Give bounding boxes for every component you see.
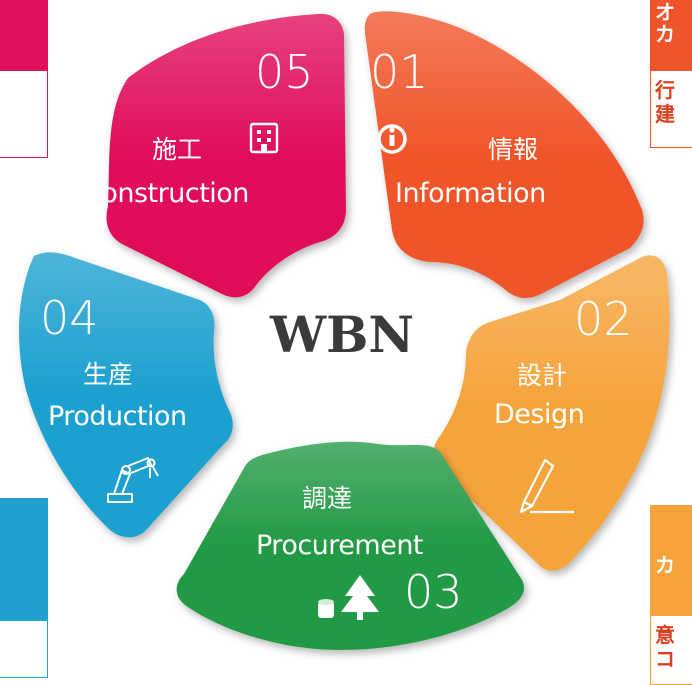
- segment-production-jp: 生産: [83, 360, 133, 389]
- segment-production-gloss: [19, 252, 233, 538]
- segment-information[interactable]: 01 情報 Information: [364, 11, 644, 298]
- segment-production-number: 04: [40, 291, 99, 345]
- center-label: WBN: [269, 305, 414, 364]
- segment-procurement-en: Procurement: [256, 530, 423, 561]
- building-icon: [249, 122, 279, 154]
- pencil-icon: [519, 458, 574, 514]
- segment-information-gloss: [364, 11, 644, 298]
- info-icon: [377, 124, 407, 154]
- segment-design-en: Design: [494, 399, 584, 430]
- segment-design-number: 02: [574, 292, 633, 346]
- segment-design-jp: 設計: [517, 361, 567, 390]
- segment-production-en: Production: [48, 401, 187, 432]
- segment-construction-number: 05: [255, 45, 314, 99]
- side-card-top-left-band: [0, 1, 47, 71]
- side-card-top-right-band: [651, 0, 692, 71]
- segment-construction-jp: 施工: [152, 135, 202, 164]
- segment-production[interactable]: 04 生産 Production: [19, 252, 233, 538]
- side-card-top-left: [0, 0, 48, 158]
- side-card-bottom-right-header-1: カ: [655, 553, 675, 577]
- segment-construction-gloss: [106, 13, 346, 298]
- segment-construction[interactable]: 05 施工 Construction: [83, 13, 346, 298]
- segment-design-gloss: [433, 255, 670, 571]
- segment-design[interactable]: 02 設計 Design: [433, 255, 670, 571]
- segment-procurement-number: 03: [404, 565, 463, 619]
- side-card-bottom-left-band: [0, 499, 47, 621]
- side-card-bottom-right-band: [651, 506, 692, 616]
- robot-arm-icon: [107, 457, 159, 503]
- segment-information-en: Information: [395, 178, 546, 209]
- segment-procurement-jp: 調達: [302, 484, 352, 513]
- tree-icon: [318, 575, 379, 620]
- segment-construction-en: Construction: [83, 178, 249, 209]
- side-card-top-right-body-2: 建: [655, 102, 675, 126]
- side-card-top-right-body-1: 行: [655, 78, 675, 102]
- side-card-bottom-right: カ 意 コ: [650, 505, 692, 685]
- side-card-bottom-right-body-1: 意: [655, 623, 675, 647]
- side-card-bottom-left: [0, 498, 48, 678]
- side-card-bottom-right-body-2: コ: [655, 647, 675, 671]
- side-card-top-right: オ カ 行 建: [650, 0, 692, 148]
- segment-information-number: 01: [370, 45, 429, 99]
- side-card-top-right-header-2: カ: [655, 22, 675, 46]
- segment-procurement[interactable]: 調達 Procurement 03: [176, 441, 525, 650]
- segment-information-jp: 情報: [488, 135, 538, 164]
- segment-procurement-gloss: [176, 441, 525, 650]
- side-card-top-right-header-1: オ: [655, 0, 675, 24]
